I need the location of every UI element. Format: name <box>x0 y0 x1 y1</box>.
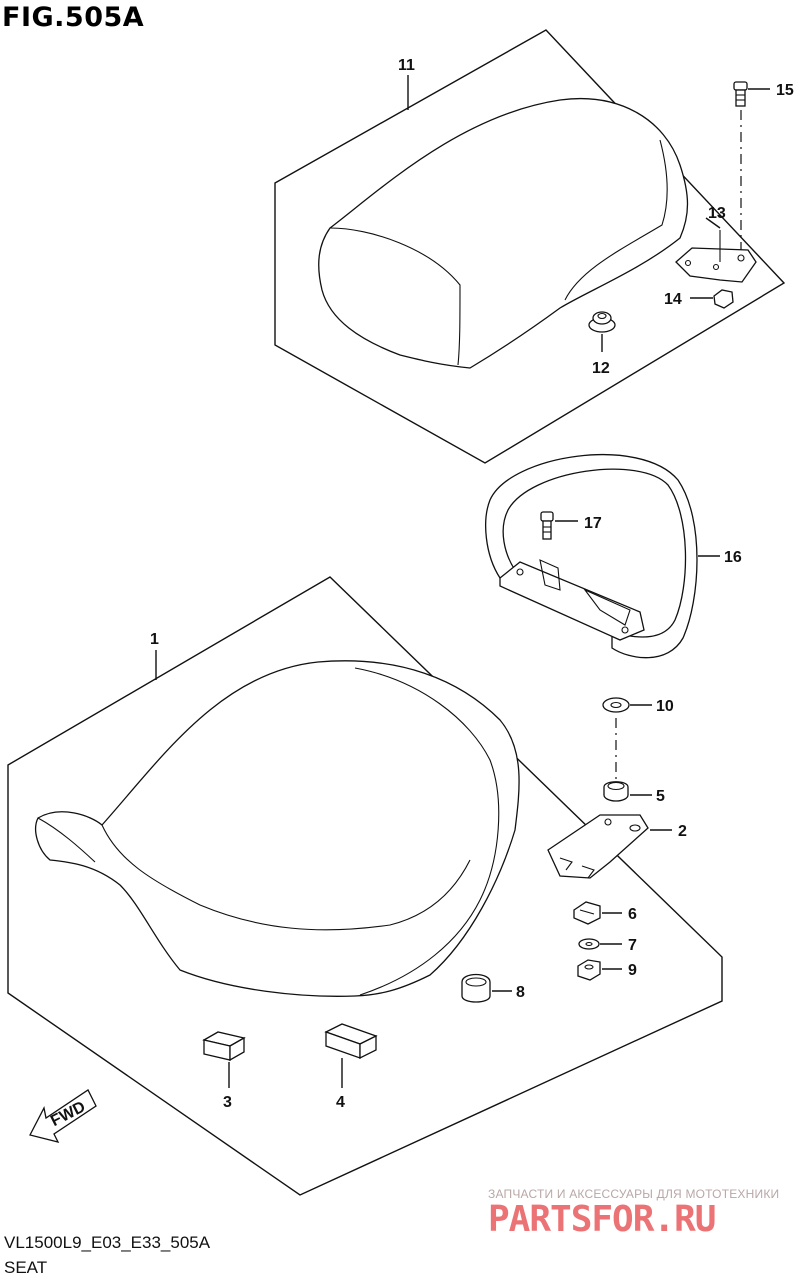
watermark-tagline: ЗАПЧАСТИ И АКСЕССУАРЫ ДЛЯ МОТОТЕХНИКИ <box>488 1187 780 1201</box>
callout-14: 14 <box>664 291 682 308</box>
callout-10: 10 <box>656 698 674 715</box>
rear-seat-group-frame <box>274 29 786 464</box>
bolt-part-17 <box>540 511 554 540</box>
callout-2: 2 <box>678 823 687 840</box>
drawing-code: VL1500L9_E03_E33_505A <box>4 1233 211 1252</box>
callout-13: 13 <box>708 205 726 222</box>
fig-title: FIG.505A <box>2 2 145 33</box>
callout-3: 3 <box>223 1094 232 1111</box>
main-seat-part-1 <box>35 660 520 997</box>
callout-8: 8 <box>516 984 525 1001</box>
svg-text:PARTSFOR.RU: PARTSFOR.RU <box>488 1199 715 1239</box>
bolt-part-15 <box>733 81 748 107</box>
figure-caption: SEAT <box>4 1258 48 1277</box>
nut-part-9 <box>577 959 601 981</box>
callout-4: 4 <box>336 1094 345 1111</box>
callout-1: 1 <box>150 631 159 648</box>
callout-5: 5 <box>656 788 665 805</box>
callout-17: 17 <box>584 515 602 532</box>
fwd-arrow-icon: FWD <box>29 1089 97 1143</box>
nut-part-14 <box>713 289 734 309</box>
callout-9: 9 <box>628 962 637 979</box>
rear-seat-part-11 <box>318 98 689 369</box>
callout-7: 7 <box>628 937 637 954</box>
grab-rail-plate <box>499 559 645 641</box>
bracket-part-2 <box>547 814 649 879</box>
damper-part-8 <box>461 973 491 1003</box>
clip-part-6 <box>573 901 601 925</box>
cushion-part-5 <box>603 781 629 802</box>
callout-12: 12 <box>592 360 610 377</box>
grommet-part-10 <box>602 697 630 713</box>
callout-11: 11 <box>398 57 415 74</box>
bracket-part-13 <box>675 230 757 283</box>
cushion-part-12 <box>588 311 616 333</box>
pad-part-4 <box>324 1023 378 1060</box>
callout-15: 15 <box>776 82 794 99</box>
grab-rail-part-16 <box>485 454 698 659</box>
washer-part-7 <box>578 938 600 950</box>
callout-16: 16 <box>724 549 742 566</box>
front-seat-group-frame <box>7 576 723 1196</box>
pad-part-3 <box>202 1031 246 1062</box>
watermark-logo: PARTSFOR.RU <box>488 1199 716 1239</box>
callout-6: 6 <box>628 906 637 923</box>
